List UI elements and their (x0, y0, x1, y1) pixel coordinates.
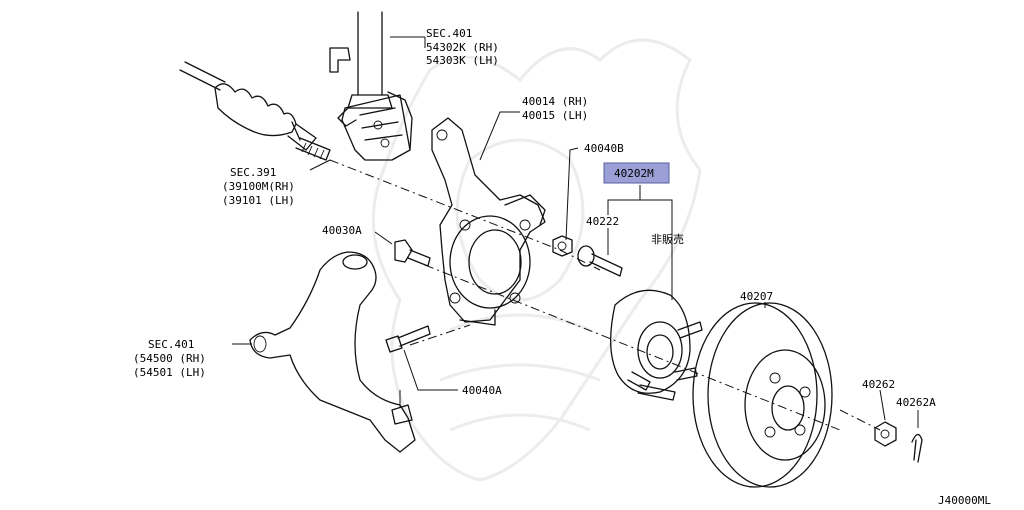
label-sec391: SEC.391 (39100M(RH) (39101 (LH) (222, 166, 301, 207)
label-40207: 40207 (740, 290, 773, 303)
bolt-40040A (385, 325, 431, 353)
label-not-for-sale: 非販売 (651, 233, 684, 246)
nut-40040B (552, 235, 573, 257)
highlight-40202M (603, 162, 670, 184)
nut-40262 (874, 421, 897, 447)
label-40202M: 40202M (614, 167, 654, 180)
label-40040B: 40040B (584, 142, 624, 155)
label-40040A: 40040A (462, 384, 502, 397)
label-40014: 40014 (RH) 40015 (LH) (522, 95, 595, 122)
label-40262: 40262 (862, 378, 895, 391)
wheel-hub (610, 289, 703, 401)
leader-lines (232, 36, 919, 428)
label-sec401-strut: SEC.401 54302K (RH) 54303K (LH) (426, 27, 505, 67)
steering-knuckle (431, 117, 546, 326)
drive-shaft (179, 61, 331, 161)
label-sec401-arm: SEC.401 (54500 (RH) (54501 (LH) (133, 338, 212, 379)
lower-control-arm (249, 251, 416, 453)
bolt-40030A (394, 239, 431, 267)
assembly-center-lines (329, 159, 881, 431)
label-40262A: 40262A (896, 396, 936, 409)
brake-rotor (692, 302, 833, 488)
cotter-pin (911, 433, 923, 463)
label-40030A: 40030A (322, 224, 362, 237)
hub-bolt-40222 (577, 245, 623, 277)
diagram-code: J40000ML (938, 494, 991, 507)
watermark-emblem (371, 38, 702, 482)
strut-assembly (329, 11, 413, 161)
label-40222: 40222 (586, 215, 619, 228)
